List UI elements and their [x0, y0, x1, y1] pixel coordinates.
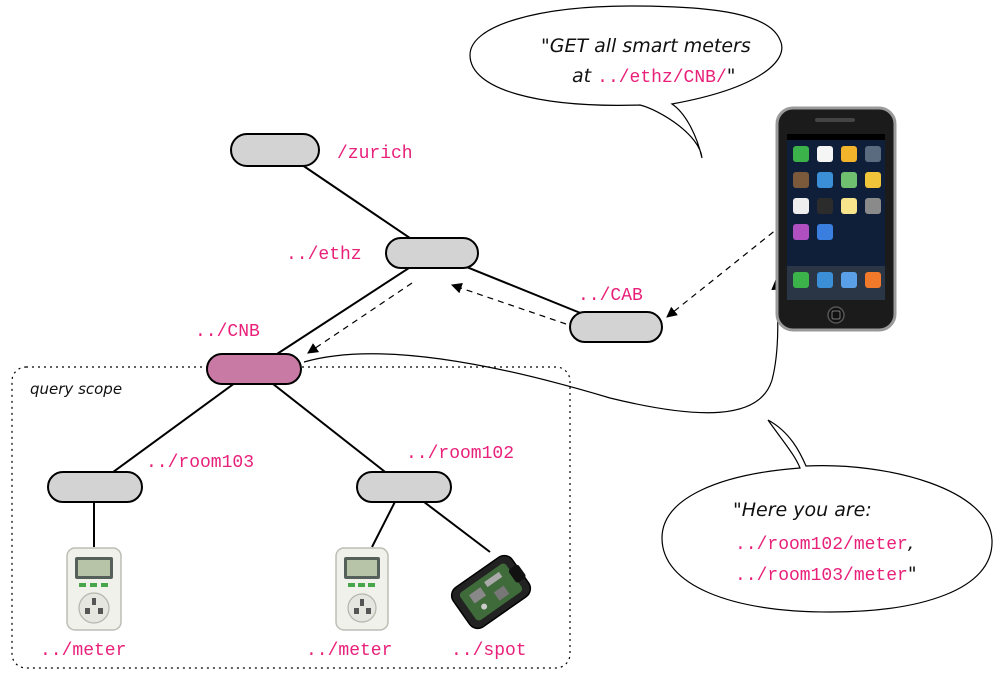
edge-cnb-room103 [93, 368, 255, 487]
query-speech-bubble [469, 5, 783, 159]
smart-meter-icon [66, 547, 122, 631]
label-meter-room103: ../meter [40, 641, 126, 661]
smart-meter-icon [335, 547, 389, 631]
query-path [307, 224, 783, 354]
node-cnb[interactable] [206, 353, 302, 385]
node-cab[interactable] [569, 311, 663, 343]
edge-ethz-cnb [253, 252, 433, 370]
label-cab: ../CAB [578, 286, 643, 306]
label-spot: ../spot [451, 641, 527, 661]
label-cnb: ../CNB [195, 322, 260, 342]
tree-edges [93, 149, 616, 553]
query-scope-label: query scope [30, 380, 122, 398]
reply-speech-bubble [661, 419, 993, 613]
reply-text-line2: ../room102/meter, [735, 532, 914, 555]
label-zurich: /zurich [337, 144, 413, 164]
query-text-prefix: at [572, 65, 597, 87]
query-text-line1: "GET all smart meters [541, 35, 751, 57]
edge-cnb-room102 [253, 368, 404, 487]
label-room103: ../room103 [146, 453, 254, 473]
smartphone-icon [775, 106, 897, 332]
query-text-line2: at ../ethz/CNB/" [572, 65, 736, 88]
reply-text-comma: , [908, 532, 914, 554]
sun-spot-sensor-icon [450, 554, 532, 630]
query-text-suffix: " [727, 65, 736, 87]
node-ethz[interactable] [385, 237, 479, 269]
label-meter-room102: ../meter [306, 641, 392, 661]
app-grid [793, 146, 881, 240]
reply-path-room102: ../room102/meter [735, 535, 908, 555]
label-ethz: ../ethz [286, 245, 362, 265]
arrow-phone-to-cab [666, 224, 783, 318]
reply-path [303, 278, 783, 414]
reply-text-line1: "Here you are: [733, 499, 872, 521]
query-path-text: ../ethz/CNB/ [597, 68, 727, 88]
arrow-ethz-to-cnb [307, 282, 413, 354]
label-room102: ../room102 [406, 444, 514, 464]
node-room102[interactable] [356, 471, 452, 503]
reply-text-close-quote: " [908, 563, 917, 585]
arrow-cab-to-ethz [450, 283, 567, 325]
reply-path-room103: ../room103/meter [735, 566, 908, 586]
node-room103[interactable] [47, 471, 143, 503]
edge-zurich-ethz [279, 149, 433, 254]
node-zurich[interactable] [230, 133, 320, 167]
reply-text-line3: ../room103/meter" [735, 563, 917, 586]
